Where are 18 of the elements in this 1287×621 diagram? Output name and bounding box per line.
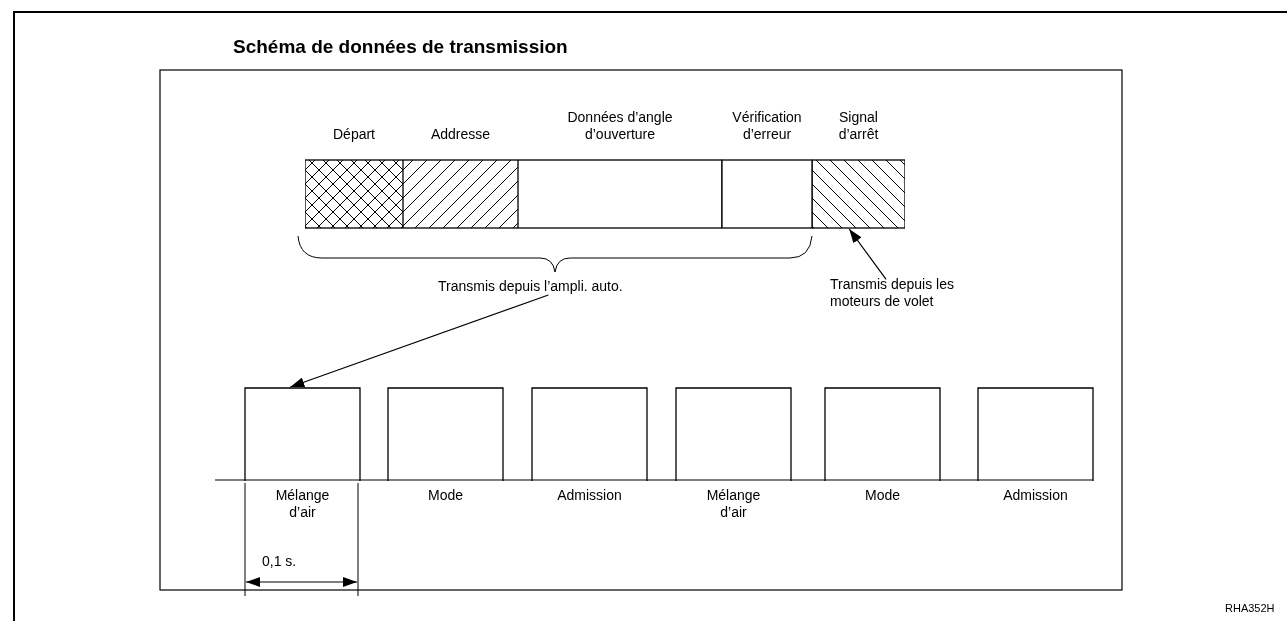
pulse-label: Mélange d’air — [705, 487, 762, 521]
leader-arrow — [848, 228, 887, 280]
dimension-value: 0,1 s. — [262, 553, 297, 570]
field-label: Données d’angle d’ouverture — [566, 109, 674, 143]
drawing-code: RHA352H — [1225, 601, 1275, 616]
pulse-label: Mode — [864, 487, 901, 504]
annotation-text: Transmis depuis l’ampli. auto. — [438, 278, 624, 295]
field-label: Vérification d’erreur — [731, 109, 803, 143]
field-label: Addresse — [429, 126, 492, 143]
pulse-label: Mélange d’air — [274, 487, 331, 521]
pulse-label: Admission — [1002, 487, 1069, 504]
diagram-title: Schéma de données de transmission — [233, 38, 568, 55]
field-label: Signal d’arrêt — [837, 109, 880, 143]
leader-arrow — [289, 294, 549, 388]
pulse-label: Admission — [556, 487, 623, 504]
pulse-label: Mode — [427, 487, 464, 504]
annotation-text: Transmis depuis les moteurs de volet — [830, 276, 955, 310]
field-label: Départ — [332, 126, 376, 143]
